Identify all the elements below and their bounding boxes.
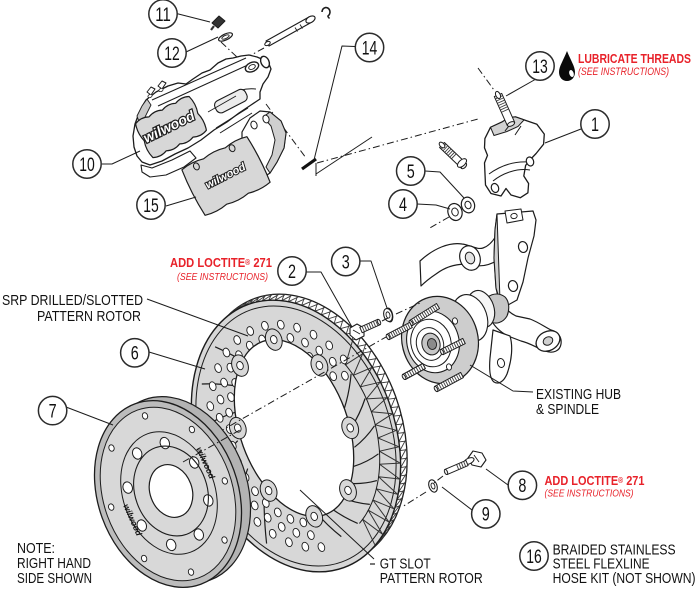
svg-text:4: 4 bbox=[399, 195, 407, 216]
svg-text:BRAIDED STAINLESS: BRAIDED STAINLESS bbox=[553, 542, 676, 559]
svg-text:10: 10 bbox=[79, 155, 95, 176]
svg-text:8: 8 bbox=[518, 476, 526, 497]
svg-text:HOSE KIT (NOT SHOWN): HOSE KIT (NOT SHOWN) bbox=[553, 570, 696, 587]
svg-text:2: 2 bbox=[288, 262, 296, 283]
svg-text:GT SLOT: GT SLOT bbox=[380, 556, 431, 573]
svg-text:(SEE INSTRUCTIONS): (SEE INSTRUCTIONS) bbox=[177, 271, 268, 283]
svg-text:PATTERN ROTOR: PATTERN ROTOR bbox=[37, 308, 141, 325]
svg-text:& SPINDLE: & SPINDLE bbox=[536, 401, 599, 418]
svg-text:RIGHT HAND: RIGHT HAND bbox=[17, 555, 91, 572]
svg-text:PATTERN ROTOR: PATTERN ROTOR bbox=[380, 570, 483, 587]
svg-text:SRP DRILLED/SLOTTED: SRP DRILLED/SLOTTED bbox=[2, 292, 143, 309]
svg-text:EXISTING HUB: EXISTING HUB bbox=[536, 386, 621, 403]
svg-text:6: 6 bbox=[131, 344, 139, 365]
svg-text:15: 15 bbox=[143, 196, 159, 217]
svg-text:STEEL FLEXLINE: STEEL FLEXLINE bbox=[553, 556, 650, 573]
svg-text:ADD LOCTITE® 271: ADD LOCTITE® 271 bbox=[545, 473, 645, 488]
svg-text:NOTE:: NOTE: bbox=[17, 540, 55, 557]
svg-text:3: 3 bbox=[342, 252, 350, 273]
svg-text:12: 12 bbox=[164, 44, 180, 65]
svg-text:11: 11 bbox=[155, 5, 171, 26]
svg-text:7: 7 bbox=[49, 401, 57, 422]
svg-text:16: 16 bbox=[526, 547, 542, 568]
svg-text:LUBRICATE THREADS: LUBRICATE THREADS bbox=[578, 51, 691, 66]
svg-text:ADD LOCTITE® 271: ADD LOCTITE® 271 bbox=[170, 255, 272, 270]
svg-text:14: 14 bbox=[362, 38, 378, 59]
svg-text:1: 1 bbox=[591, 115, 599, 136]
svg-text:(SEE INSTRUCTIONS): (SEE INSTRUCTIONS) bbox=[578, 66, 669, 78]
svg-text:13: 13 bbox=[532, 57, 548, 78]
svg-text:9: 9 bbox=[482, 505, 490, 526]
svg-text:(SEE INSTRUCTIONS): (SEE INSTRUCTIONS) bbox=[545, 488, 634, 500]
svg-text:5: 5 bbox=[407, 162, 415, 183]
svg-text:SIDE SHOWN: SIDE SHOWN bbox=[17, 570, 92, 587]
